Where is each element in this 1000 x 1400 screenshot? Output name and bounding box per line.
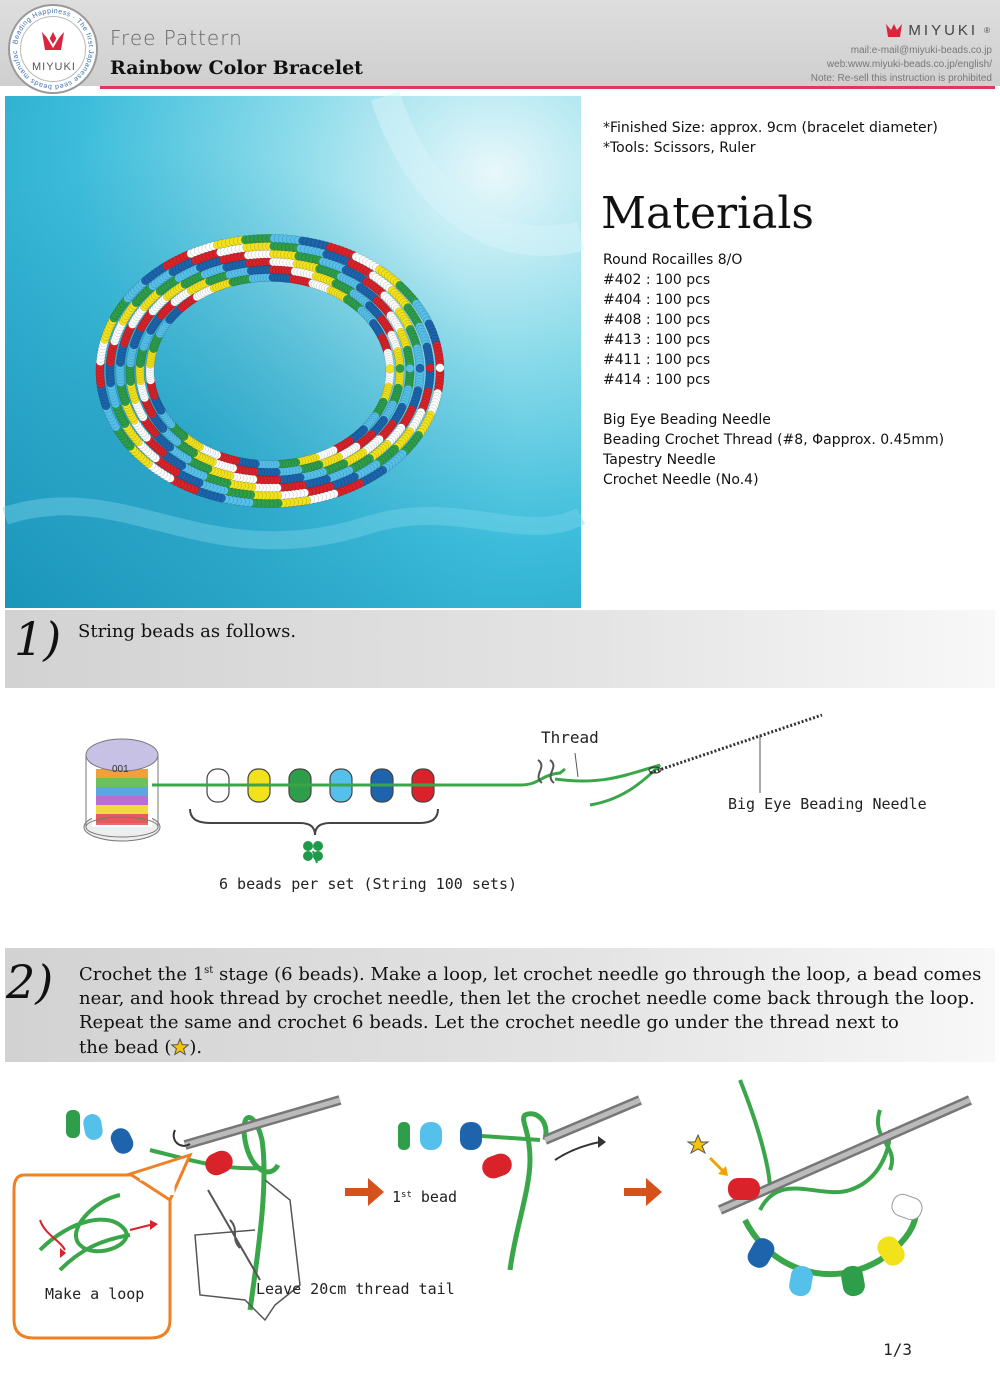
step2-line-1: Crochet the 1st stage (6 beads). Make a …	[79, 959, 981, 987]
loop-label: Make a loop	[45, 1285, 144, 1303]
step2-line1-pre: Crochet the 1	[79, 964, 205, 985]
step2-band	[5, 948, 995, 1062]
list-spacer	[603, 390, 944, 410]
brand-name: MIYUKI	[908, 22, 979, 39]
miyuki-seal-logo: Beading Happiness · The first Japanese s…	[6, 0, 98, 94]
step1-number: 1)	[14, 612, 62, 666]
step2-line-3: Repeat the same and crochet 6 beads. Let…	[79, 1012, 899, 1033]
tool-item: Tapestry Needle	[603, 452, 716, 468]
seal-logo-text: MIYUKI	[32, 61, 76, 73]
page-number: 1/3	[883, 1340, 912, 1359]
first-bead-post: bead	[412, 1188, 457, 1206]
first-bead-sup: st	[401, 1190, 412, 1200]
registered-mark: ®	[984, 26, 990, 35]
finished-size: *Finished Size: approx. 9cm (bracelet di…	[603, 120, 938, 136]
bead-item: #402 : 100 pcs	[603, 272, 711, 288]
step2-line4-post: ).	[189, 1037, 203, 1058]
bead-item: #408 : 100 pcs	[603, 312, 711, 328]
step1-band	[5, 610, 995, 688]
step1-text: String beads as follows.	[78, 621, 297, 642]
step2-number: 2)	[6, 955, 54, 1009]
bead-item: #414 : 100 pcs	[603, 372, 711, 388]
star-icon	[170, 1037, 191, 1056]
first-bead-label: 1st bead	[392, 1188, 457, 1206]
tail-label: Leave 20cm thread tail	[256, 1280, 455, 1298]
resale-note: Note: Re-sell this instruction is prohib…	[810, 73, 992, 84]
contact-info: mail:e-mail@miyuki-beads.co.jp web:www.m…	[811, 44, 992, 86]
bead-item: #411 : 100 pcs	[603, 352, 711, 368]
series-label: Free Pattern	[110, 26, 243, 50]
make-loop-inset	[12, 1152, 193, 1340]
miyuki-crown-icon	[886, 23, 903, 37]
bead-type: Round Rocailles 8/O	[603, 252, 743, 268]
step1-diagram: 001 Thread Big Eye Beading Needle 6 bead…	[83, 713, 927, 893]
arrow-right-icon	[345, 1178, 384, 1206]
page-header	[0, 0, 1000, 86]
thread-spool-icon	[83, 738, 161, 842]
seal-ring-graphic: Beading Happiness · The first Japanese s…	[6, 0, 94, 90]
contact-mail: mail:e-mail@miyuki-beads.co.jp	[850, 45, 992, 56]
bracelet-photo	[2, 91, 586, 608]
bead-item: #404 : 100 pcs	[603, 292, 711, 308]
bracelet-image	[2, 91, 586, 608]
tool-item: Crochet Needle (No.4)	[603, 472, 759, 488]
pattern-title: Rainbow Color Bracelet	[110, 57, 363, 79]
step2-line4-pre: the bead (	[79, 1037, 172, 1058]
first-bead-pre: 1	[392, 1188, 401, 1206]
specs-block: *Finished Size: approx. 9cm (bracelet di…	[603, 118, 938, 158]
step2-line1-post: stage (6 beads). Make a loop, let croche…	[213, 964, 982, 985]
bead-item: #413 : 100 pcs	[603, 332, 711, 348]
step2-line1-sup: st	[204, 965, 214, 976]
header-divider	[100, 86, 995, 89]
star-icon	[686, 1133, 710, 1155]
step2-text: Crochet the 1st stage (6 beads). Make a …	[79, 959, 981, 1060]
arrow-right-icon	[624, 1178, 662, 1206]
crochet-step-c	[686, 1079, 973, 1297]
big-eye-needle-icon	[648, 713, 823, 775]
materials-heading: Materials	[601, 188, 814, 239]
materials-list: Round Rocailles 8/O #402 : 100 pcs #404 …	[603, 250, 944, 490]
crochet-step-a	[66, 1095, 342, 1322]
spool-label: 001	[112, 764, 129, 775]
crochet-step-b	[398, 1095, 642, 1271]
tools: *Tools: Scissors, Ruler	[603, 140, 756, 156]
seal-inner-ring	[20, 16, 86, 82]
contact-web: web:www.miyuki-beads.co.jp/english/	[826, 59, 992, 70]
step2-diagrams: Make a loop Leave 20cm thread tail 1st b…	[12, 1079, 973, 1340]
strung-beads	[200, 768, 440, 803]
thread-label: Thread	[541, 728, 599, 747]
tool-item: Big Eye Beading Needle	[603, 412, 771, 428]
set-label: 6 beads per set (String 100 sets)	[219, 875, 517, 893]
step2-line-4: the bead ().	[79, 1035, 981, 1060]
needle-label: Big Eye Beading Needle	[728, 795, 927, 813]
tool-item: Beading Crochet Thread (#8, Φapprox. 0.4…	[603, 432, 945, 448]
clover-icon	[303, 841, 323, 864]
brand-logo: MIYUKI ®	[886, 22, 990, 39]
step2-line-2: near, and hook thread by crochet needle,…	[79, 988, 975, 1009]
